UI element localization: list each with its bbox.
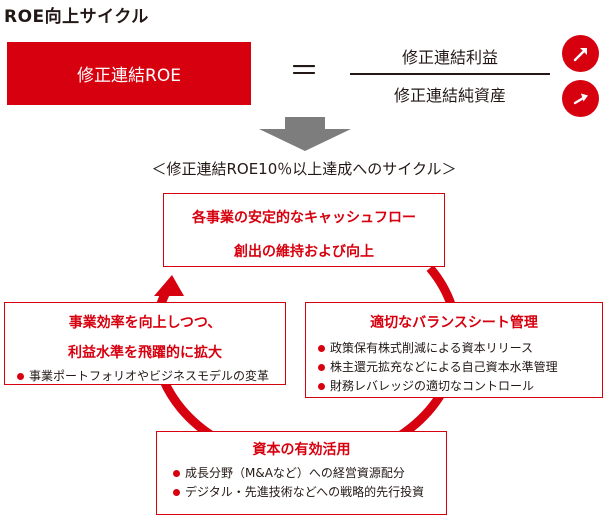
list-item: 事業ポートフォリオやビジネスモデルの変革 (15, 367, 285, 386)
cycle-box-top-heading-2: 創出の維持および向上 (234, 244, 374, 260)
cycle-box-left-heading-2: 利益水準を飛躍的に拡大 (68, 345, 222, 361)
cycle-box-right-heading: 適切なバランスシート管理 (370, 315, 538, 331)
list-item: 株主還元拡充などによる自己資本水準管理 (316, 358, 602, 377)
cycle-box-top: 各事業の安定的なキャッシュフロー 創出の維持および向上 (163, 193, 445, 267)
cycle-box-left: 事業効率を向上しつつ、 利益水準を飛躍的に拡大 事業ポートフォリオやビジネスモデ… (4, 302, 286, 385)
roe-label: 修正連結ROE (77, 66, 181, 86)
cycle-box-bottom-list: 成長分野（M&Aなど）への経営資源配分 デジタル・先進技術などへの戦略的先行投資 (171, 464, 446, 502)
list-item: デジタル・先進技術などへの戦略的先行投資 (171, 483, 446, 502)
arrow-up-right-icon (562, 80, 599, 117)
cycle-box-bottom-heading: 資本の有効活用 (252, 442, 351, 458)
cycle-box-right: 適切なバランスシート管理 政策保有株式削減による資本リリース 株主還元拡充などに… (305, 302, 603, 398)
cycle-box-left-heading-1: 事業効率を向上しつつ、 (68, 315, 222, 331)
cycle-subtitle: ＜修正連結ROE10％以上達成へのサイクル＞ (151, 160, 457, 178)
equals-sign: ＝ (289, 54, 319, 89)
page-title: ROE向上サイクル (4, 7, 149, 27)
down-arrow-icon (259, 117, 351, 151)
roe-label-box: 修正連結ROE (7, 42, 251, 105)
list-item: 成長分野（M&Aなど）への経営資源配分 (171, 464, 446, 483)
cycle-box-left-list: 事業ポートフォリオやビジネスモデルの変革 (15, 367, 285, 386)
arrow-up-right-icon (562, 35, 599, 72)
denominator-text: 修正連結純資産 (393, 86, 506, 105)
list-item: 政策保有株式削減による資本リリース (316, 339, 602, 358)
numerator-text: 修正連結利益 (401, 48, 498, 67)
cycle-box-right-list: 政策保有株式削減による資本リリース 株主還元拡充などによる自己資本水準管理 財務… (316, 339, 602, 396)
cycle-arrowhead-icon (154, 275, 184, 296)
cycle-box-top-heading-1: 各事業の安定的なキャッシュフロー (192, 210, 416, 226)
list-item: 財務レバレッジの適切なコントロール (316, 377, 602, 396)
fraction-line (350, 73, 550, 75)
cycle-box-bottom: 資本の有効活用 成長分野（M&Aなど）への経営資源配分 デジタル・先進技術などへ… (156, 431, 447, 515)
